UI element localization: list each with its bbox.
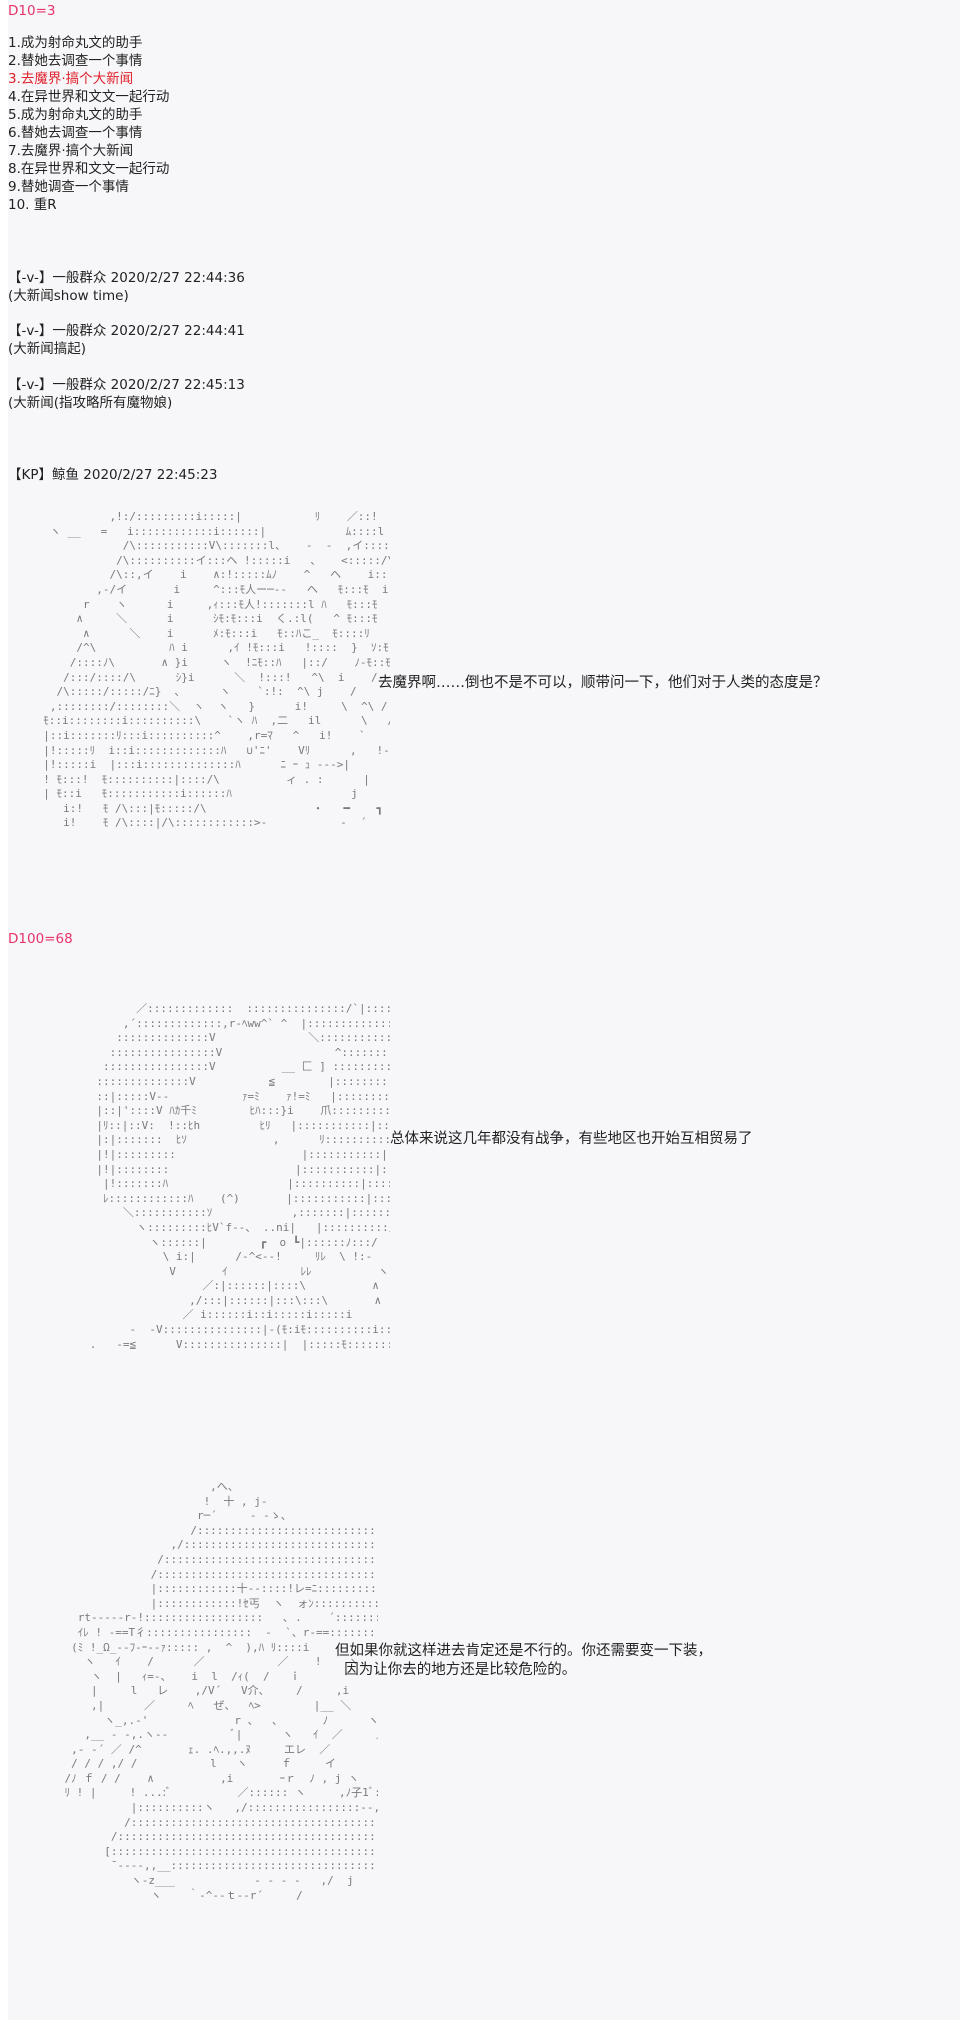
- comment-header: 【-v-】一般群众 2020/2/27 22:44:41: [8, 323, 245, 339]
- ascii-art-character-1: ,!:/:::::::::i:::::| ﾘ ／::! |:::: ! ヽ __…: [43, 510, 390, 830]
- comment-header: 【-v-】一般群众 2020/2/27 22:45:13: [8, 377, 245, 393]
- option-item-4: 4.在异世界和文文一起行动: [8, 89, 170, 105]
- kp-speech-demon-world: 去魔界啊……倒也不是不可以，顺带问一下，他们对于人类的态度是？: [378, 675, 828, 691]
- comment-header: 【-v-】一般群众 2020/2/27 22:44:36: [8, 270, 245, 286]
- comment-body: (大新闻搞起): [8, 341, 87, 357]
- comment-body: (大新闻show time): [8, 288, 129, 304]
- dice-roll-d100: D100=68: [8, 931, 73, 947]
- kp-header: 【KP】鲸鱼 2020/2/27 22:45:23: [8, 467, 218, 483]
- ascii-art-character-3: ,へ、 ! 十 , j- r─´ ‐ -ゝ、 /::::::::::::::::…: [64, 1480, 378, 1902]
- dice-roll-d10: D10=3: [8, 3, 56, 19]
- option-item-3-selected: 3.去魔界·搞个大新闻: [8, 71, 134, 87]
- option-item-10: 10. 重R: [8, 197, 57, 213]
- option-item-6: 6.替她去调查一个事情: [8, 125, 143, 141]
- option-item-8: 8.在异世界和文文一起行动: [8, 161, 170, 177]
- option-item-5: 5.成为射命丸文的助手: [8, 107, 143, 123]
- npc-speech-trade: 总体来说这几年都没有战争，有些地区也开始互相贸易了: [390, 1131, 753, 1147]
- option-item-7: 7.去魔界·搞个大新闻: [8, 143, 134, 159]
- option-item-9: 9.替她调查一个事情: [8, 179, 129, 195]
- post-page: D10=3 1.成为射命丸文的助手 2.替她去调查一个事情 3.去魔界·搞个大新…: [8, 0, 960, 2020]
- npc-speech-disguise: 但如果你就这样进去肯定还是不行的。你还需要变一下装， 因为让你去的地方还是比较危…: [335, 1643, 712, 1678]
- ascii-art-character-2: ／::::::::::::: :::::::::::::::/`|:::::::…: [89, 1002, 390, 1351]
- option-item-2: 2.替她去调查一个事情: [8, 53, 143, 69]
- comment-body: (大新闻(指攻略所有魔物娘): [8, 395, 173, 411]
- option-item-1: 1.成为射命丸文的助手: [8, 35, 143, 51]
